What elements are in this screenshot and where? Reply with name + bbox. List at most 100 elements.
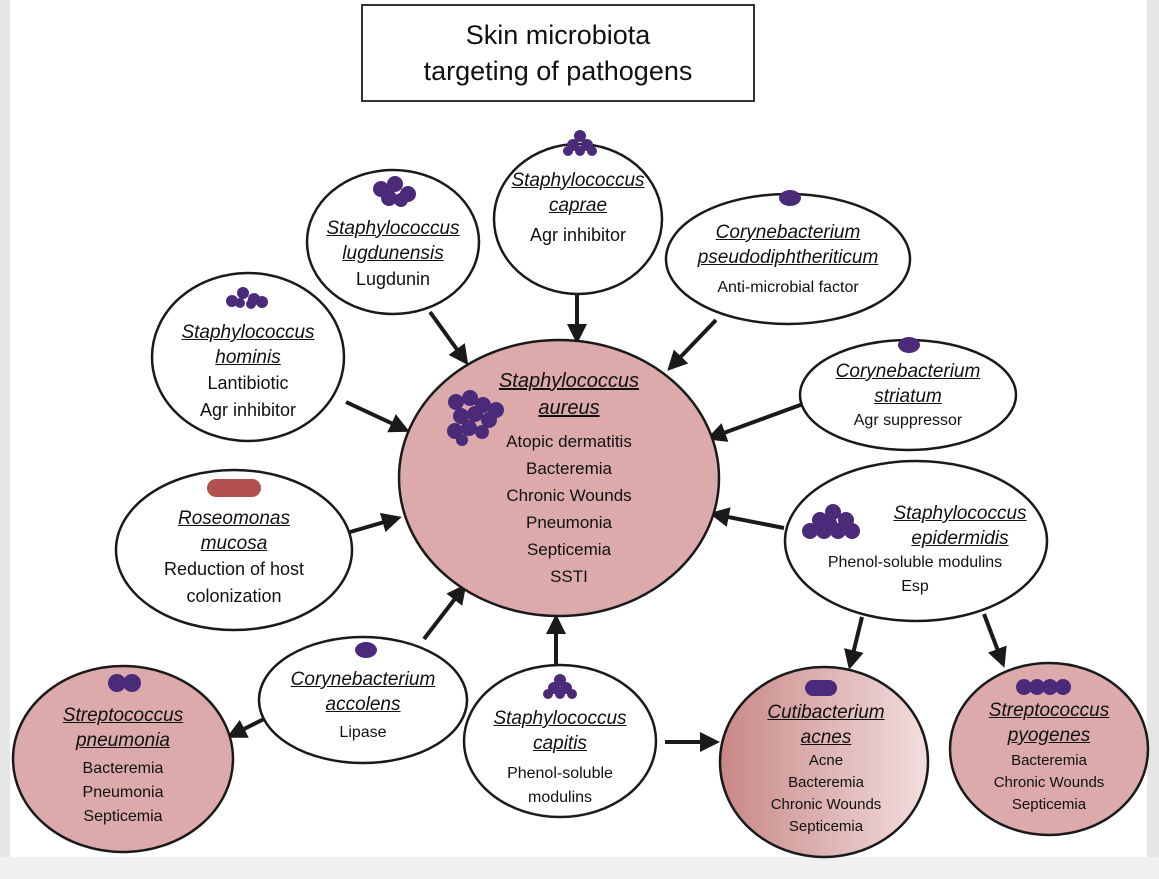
disease-label: Pneumonia <box>82 784 164 801</box>
staph-cluster-icon <box>373 176 416 207</box>
disease-label: Chronic Wounds <box>506 486 632 505</box>
s-pneumonia-node: Streptococcus pneumonia Bacteremia Pneum… <box>38 697 208 835</box>
arrow-striatum-to-aureus <box>706 402 804 442</box>
arrow-epidermidis-to-acnes <box>844 616 864 670</box>
effect-label: Agr suppressor <box>853 412 963 429</box>
effect-label: Esp <box>901 578 929 595</box>
species-name: Staphylococcus <box>511 169 645 191</box>
disease-label: Bacteremia <box>82 760 164 777</box>
diagram-title: Skin microbiota targeting of pathogens <box>361 4 755 102</box>
s-pyogenes-node: Streptococcus pyogenes Bacteremia Chroni… <box>964 690 1134 824</box>
species-name: lugdunensis <box>342 242 444 264</box>
arrow-lugdunensis-to-aureus <box>428 310 469 366</box>
arrow-epidermidis-to-aureus <box>709 507 785 530</box>
species-name: Corynebacterium <box>835 361 981 382</box>
s-lugdunensis-circle <box>305 168 481 316</box>
staph-cluster-icon <box>447 390 504 446</box>
effect-label: Reduction of host <box>163 559 305 579</box>
arrow-accolens-to-aureus <box>422 583 467 641</box>
disease-label: Chronic Wounds <box>993 774 1105 791</box>
c-accolens-node: Corynebacterium accolens Lipase <box>268 660 458 752</box>
arrow-pseudodiph-to-aureus <box>667 318 718 371</box>
disease-label: Septicemia <box>83 808 163 825</box>
species-name: Staphylococcus <box>181 322 315 343</box>
staph-cluster-icon <box>543 674 577 699</box>
effect-label: modulins <box>527 789 593 806</box>
species-name: Staphylococcus <box>893 503 1027 524</box>
strep-chain-icon <box>1016 679 1071 695</box>
species-name: acnes <box>800 727 852 748</box>
species-name: Staphylococcus <box>493 708 627 729</box>
rod-bacterium-icon <box>207 479 261 497</box>
s-lugdunensis-node: Staphylococcus lugdunensis Lugdunin <box>303 214 483 294</box>
arrow-hominis-to-aureus <box>345 400 410 433</box>
disease-label: Chronic Wounds <box>770 796 882 813</box>
r-mucosa-node: Roseomonas mucosa Reduction of host colo… <box>134 500 334 616</box>
species-name: mucosa <box>200 533 268 554</box>
s-capitis-node: Staphylococcus capitis Phenol-soluble mo… <box>470 700 650 816</box>
disease-label: Septicemia <box>1011 796 1087 813</box>
s-capitis-circle <box>462 663 658 819</box>
species-name: pseudodiphtheriticum <box>697 247 879 268</box>
s-caprae-node: Staphylococcus caprae Agr inhibitor <box>488 160 668 256</box>
disease-label: Septicemia <box>788 818 864 835</box>
coryne-rod-icon <box>355 642 377 658</box>
s-hominis-circle <box>150 271 346 443</box>
s-epidermidis-circle <box>783 459 1049 623</box>
title-line: Skin microbiota <box>465 20 651 50</box>
c-acnes-node: Cutibacterium acnes Acne Bacteremia Chro… <box>744 694 908 844</box>
species-name: Streptococcus <box>988 700 1110 721</box>
coryne-rod-icon <box>779 190 801 206</box>
species-name: striatum <box>874 386 942 407</box>
s-pneumonia-circle <box>11 664 235 854</box>
disease-label: Bacteremia <box>526 459 612 478</box>
species-name: hominis <box>215 347 281 368</box>
disease-label: SSTI <box>550 567 588 586</box>
effect-label: Phenol-soluble modulins <box>827 554 1003 571</box>
effect-label: Agr inhibitor <box>199 400 297 420</box>
species-name: Roseomonas <box>178 508 290 529</box>
disease-label: Bacteremia <box>788 774 864 791</box>
title-line: targeting of pathogens <box>423 56 693 86</box>
species-name: accolens <box>325 694 401 715</box>
species-name: capitis <box>533 733 587 754</box>
species-name: Corynebacterium <box>290 669 436 690</box>
species-name: pneumonia <box>75 730 171 751</box>
s-aureus-node: Staphylococcus aureus Atopic dermatitis … <box>449 365 689 593</box>
arrow-mucosa-to-aureus <box>349 512 402 534</box>
effect-label: colonization <box>186 586 282 606</box>
species-name: pyogenes <box>1007 725 1091 746</box>
footer-bar <box>0 857 1159 879</box>
disease-label: Acne <box>808 752 844 769</box>
c-acnes-circle <box>718 665 930 859</box>
effect-label: Lantibiotic <box>207 373 289 393</box>
species-name: aureus <box>538 397 600 419</box>
staph-cluster-icon <box>563 130 597 156</box>
c-accolens-circle <box>257 635 469 765</box>
species-name: Corynebacterium <box>715 222 861 243</box>
species-name: Staphylococcus <box>326 217 460 239</box>
c-striatum-node: Corynebacterium striatum Agr suppressor <box>808 354 1008 438</box>
effect-label: Lipase <box>339 724 387 741</box>
species-name: Cutibacterium <box>767 702 885 723</box>
coryne-rod-icon <box>898 337 920 353</box>
rod-bacterium-icon <box>805 680 837 696</box>
effect-label: Lugdunin <box>355 268 431 289</box>
species-name: caprae <box>548 194 608 216</box>
disease-label: Bacteremia <box>1011 752 1087 769</box>
staph-cluster-icon <box>226 287 268 309</box>
staph-cluster-icon <box>802 504 860 539</box>
species-name: epidermidis <box>911 528 1009 549</box>
s-pyogenes-circle <box>948 661 1150 837</box>
c-pseudodiph-node: Corynebacterium pseudodiphtheriticum Ant… <box>668 212 908 308</box>
species-name: Streptococcus <box>62 705 184 726</box>
s-hominis-node: Staphylococcus hominis Lantibiotic Agr i… <box>158 310 338 434</box>
effect-label: Anti-microbial factor <box>717 279 859 296</box>
arrow-epidermidis-to-pyogenes <box>982 613 1007 668</box>
effect-label: Agr inhibitor <box>529 224 627 245</box>
species-name: Staphylococcus <box>498 370 640 392</box>
disease-label: Septicemia <box>526 540 612 559</box>
diplococcus-icon <box>108 674 141 692</box>
disease-label: Atopic dermatitis <box>506 432 632 451</box>
